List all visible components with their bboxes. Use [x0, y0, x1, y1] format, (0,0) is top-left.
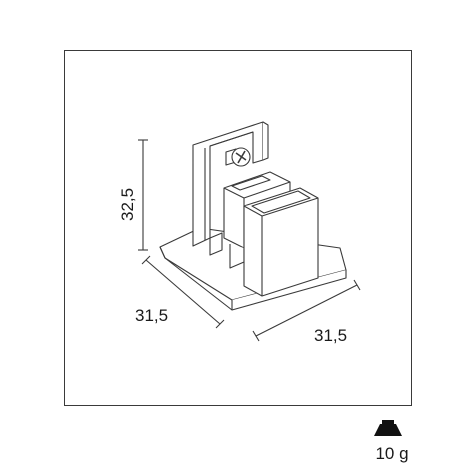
width-dimension	[252, 279, 361, 342]
height-dimension	[138, 139, 148, 251]
front-box	[243, 187, 319, 297]
weight-label: 10 g	[375, 444, 409, 463]
depth-dimension	[141, 255, 225, 329]
weight-icon	[374, 420, 402, 436]
depth-label: 31,5	[135, 306, 168, 325]
screw	[225, 147, 251, 167]
width-label: 31,5	[314, 326, 347, 345]
mounting-bracket	[192, 121, 269, 256]
height-label: 32,5	[118, 188, 137, 221]
